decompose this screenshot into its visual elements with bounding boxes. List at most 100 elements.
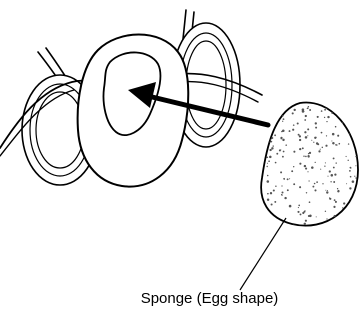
sponge-speckle	[351, 121, 352, 122]
sponge-speckle	[352, 103, 354, 105]
sponge-speckle	[271, 147, 273, 149]
sponge-speckle	[331, 140, 332, 141]
sponge-speckle	[307, 128, 309, 130]
sponge-speckle	[281, 191, 283, 193]
sponge-speckle	[302, 147, 304, 149]
sponge-speckle	[338, 226, 339, 227]
sponge-speckle	[333, 167, 335, 169]
sponge-speckle	[325, 162, 326, 163]
sponge-speckle	[311, 166, 314, 169]
sponge-speckle	[262, 219, 265, 222]
sponge-speckle	[297, 211, 299, 213]
sponge-speckle	[334, 173, 336, 175]
sponge-speckle	[315, 137, 316, 138]
sponge-speckle	[289, 130, 291, 132]
sponge-speckle	[307, 135, 308, 136]
sponge-speckle	[258, 179, 259, 180]
sponge-speckle	[305, 168, 307, 170]
sponge-speckle	[303, 155, 304, 156]
sponge-speckle	[357, 122, 358, 123]
sponge-speckle	[333, 181, 335, 183]
sponge-speckle	[350, 114, 352, 116]
sponge-speckle	[269, 149, 271, 151]
sponge-speckle	[356, 214, 357, 215]
sponge-speckle	[289, 205, 292, 208]
sponge-speckle	[275, 186, 276, 187]
sponge-speckle	[259, 200, 261, 202]
egg-shaped-sponge-icon	[257, 99, 359, 227]
sponge-speckle	[348, 143, 349, 144]
sponge-speckle	[355, 165, 356, 166]
headphone-icon	[0, 10, 262, 187]
sponge-speckle	[271, 137, 273, 139]
sponge-speckle	[258, 145, 260, 147]
sponge-speckle	[300, 213, 302, 215]
sponge-speckle	[350, 167, 351, 168]
sponge-speckle	[326, 218, 327, 219]
sponge-speckle	[351, 112, 352, 113]
sponge-speckle	[263, 132, 265, 134]
sponge-speckle	[348, 160, 349, 161]
sponge-speckle	[280, 138, 282, 140]
sponge-speckle	[285, 144, 287, 146]
sponge-speckle	[321, 132, 323, 134]
sponge-speckle	[260, 141, 262, 143]
sponge-speckle	[292, 112, 294, 114]
sponge-speckle	[293, 166, 294, 167]
sponge-speckle	[330, 181, 331, 182]
sponge-speckle	[350, 176, 352, 178]
sponge-speckle	[271, 203, 273, 205]
sponge-speckle	[326, 121, 327, 122]
sponge-speckle	[267, 198, 269, 200]
sponge-speckle	[274, 201, 276, 203]
sponge-speckle	[284, 179, 285, 180]
sponge-speckle	[289, 178, 290, 179]
sponge-speckle	[306, 192, 307, 193]
sponge-speckle	[343, 202, 345, 204]
sponge-speckle	[309, 201, 311, 203]
sponge-speckle	[348, 220, 350, 222]
sponge-speckle	[293, 124, 295, 126]
sponge-label: Sponge (Egg shape)	[0, 290, 359, 307]
sponge-speckle	[314, 189, 316, 191]
sponge-speckle	[267, 163, 268, 164]
sponge-speckle	[270, 114, 271, 115]
sponge-speckle	[326, 191, 328, 193]
sponge-speckle	[282, 156, 284, 158]
sponge-speckle	[273, 145, 274, 146]
sponge-speckle	[308, 180, 309, 181]
sponge-speckle	[337, 190, 339, 192]
sponge-speckle	[322, 183, 323, 184]
sponge-speckle	[326, 135, 327, 136]
sponge-speckle	[265, 212, 267, 214]
sponge-speckle	[337, 216, 339, 218]
sponge-speckle	[338, 143, 340, 145]
sponge-speckle	[316, 181, 318, 183]
sponge-speckle	[282, 106, 284, 108]
sponge-speckle	[305, 220, 307, 222]
sponge-speckle	[329, 170, 331, 172]
sponge-speckle	[299, 139, 301, 141]
sponge-speckle	[302, 212, 304, 214]
sponge-speckle	[291, 170, 293, 172]
sponge-speckle	[286, 99, 288, 101]
sponge-speckle	[267, 157, 269, 159]
sponge-speckle	[337, 135, 339, 137]
sponge-speckle	[266, 138, 268, 140]
sponge-speckle	[291, 103, 292, 104]
sponge-speckle	[355, 201, 357, 203]
sponge-speckle	[281, 131, 283, 133]
sponge-speckle	[281, 185, 282, 186]
sponge-speckle	[259, 201, 260, 202]
sponge-speckle	[267, 193, 268, 194]
sponge-speckle	[268, 160, 270, 162]
sponge-speckle	[280, 171, 282, 173]
sponge-speckle	[355, 156, 356, 157]
sponge-speckle	[308, 106, 309, 107]
sponge-speckle	[274, 99, 276, 101]
sponge-speckle	[311, 140, 312, 141]
sponge-speckle	[264, 153, 265, 154]
sponge-speckle	[354, 138, 356, 140]
sponge-speckle	[346, 156, 347, 157]
